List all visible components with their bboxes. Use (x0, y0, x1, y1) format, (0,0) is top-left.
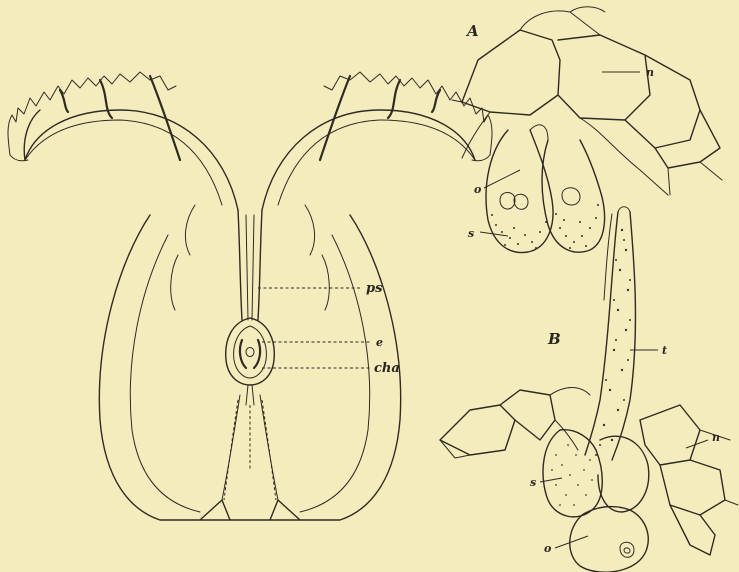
a-label-o: o (474, 183, 481, 196)
label-ps: ps (366, 281, 383, 296)
b-o-leader (555, 536, 588, 548)
panel-b-drawing (440, 207, 738, 572)
a-label-n: n (646, 66, 654, 79)
a-o-leader (484, 170, 520, 188)
panel-a-label: A (465, 22, 479, 40)
a-label-s: s (468, 227, 474, 240)
b-label-o: o (544, 542, 551, 555)
b-label-t: t (662, 344, 667, 357)
panel-b-label: B (547, 330, 561, 348)
b-label-n: n (712, 431, 720, 444)
panel-a-drawing (452, 7, 722, 253)
b-label-s: s (530, 476, 536, 489)
flower-section-drawing (8, 72, 492, 520)
label-cha: cha (374, 361, 400, 376)
label-e: e (376, 336, 383, 349)
